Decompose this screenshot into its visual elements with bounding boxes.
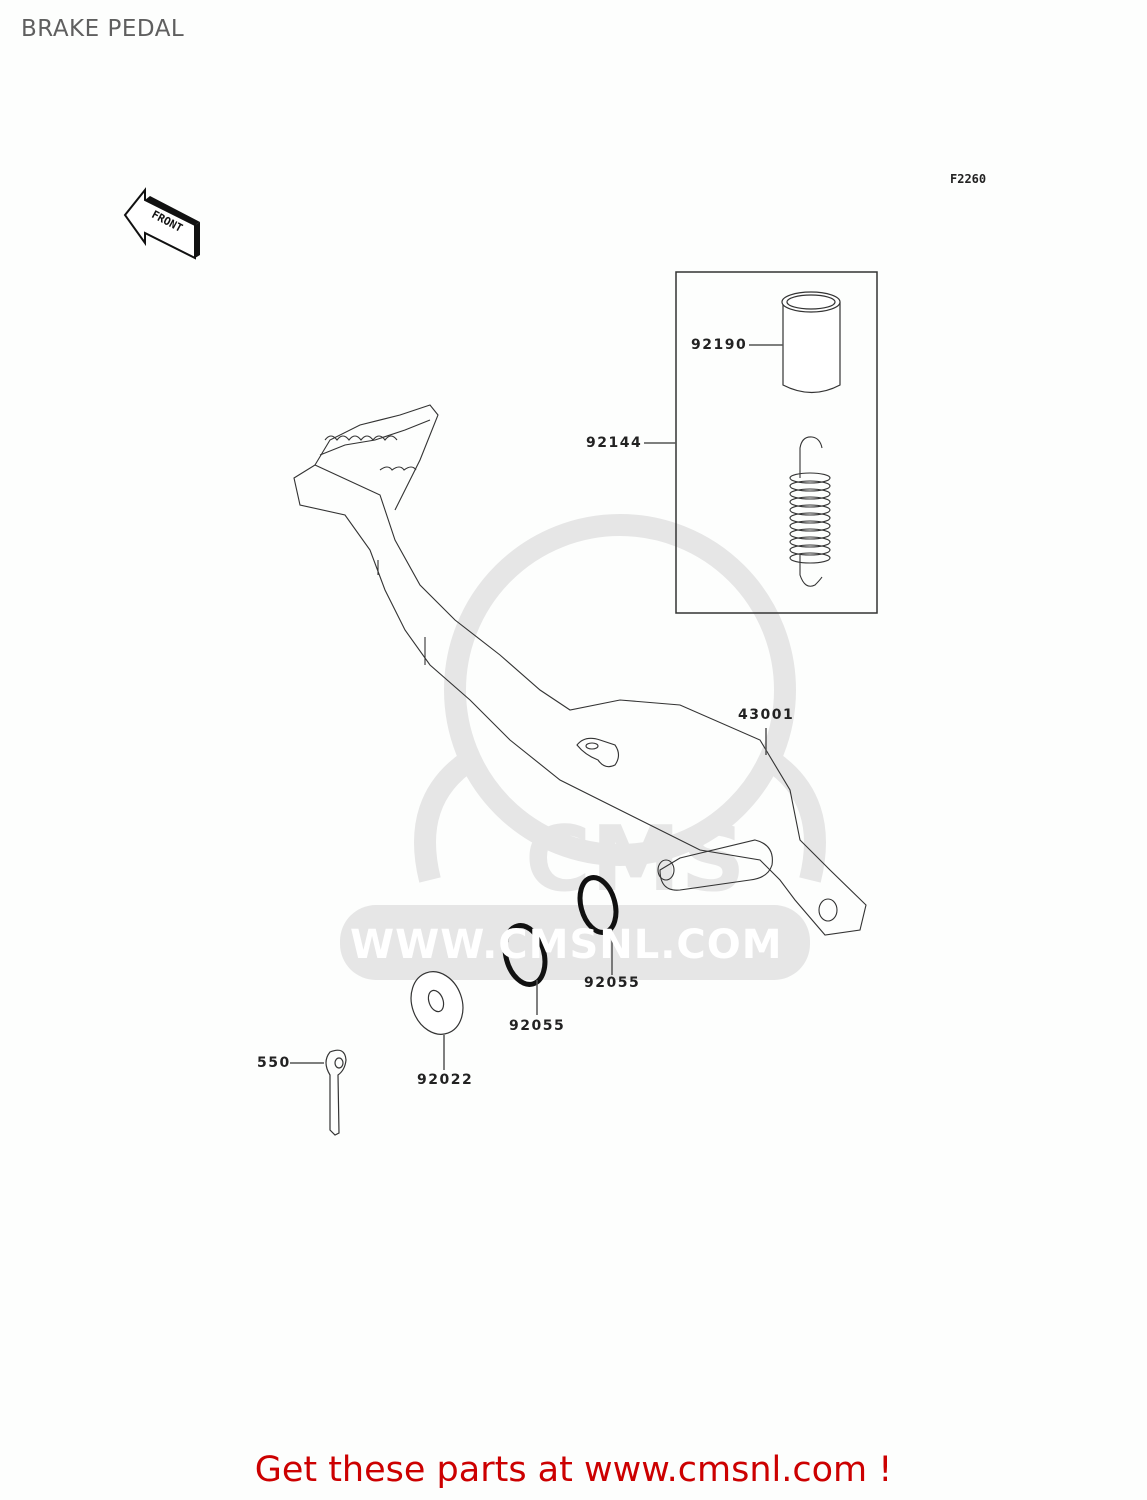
- cotter-pin-part: [325, 1049, 347, 1136]
- front-arrow-icon: FRONT: [123, 187, 200, 260]
- watermark-banner: [340, 905, 810, 980]
- part-label-92190: 92190: [691, 337, 748, 353]
- part-label-92055-left: 92055: [509, 1018, 566, 1034]
- footer-promo-link[interactable]: Get these parts at www.cmsnl.com !: [254, 1450, 893, 1490]
- spring-part: [789, 436, 831, 587]
- part-label-92055-right: 92055: [584, 975, 641, 991]
- watermark-url: WWW.CMSNL.COM: [350, 922, 783, 968]
- o-ring-right-part: [577, 875, 619, 935]
- washer-part: [410, 971, 464, 1035]
- part-label-550: 550: [257, 1055, 291, 1071]
- watermark-cms-text: CMS: [525, 807, 745, 912]
- brake-pedal-part: [293, 404, 867, 936]
- part-label-92144: 92144: [586, 435, 643, 451]
- page-title: BRAKE PEDAL: [21, 16, 185, 42]
- watermark-logo: [414, 514, 826, 883]
- o-ring-left-part: [502, 923, 548, 987]
- part-label-92022: 92022: [417, 1072, 474, 1088]
- figure-code: F2260: [950, 172, 987, 186]
- collar-part: [781, 291, 841, 394]
- part-label-43001: 43001: [738, 707, 795, 723]
